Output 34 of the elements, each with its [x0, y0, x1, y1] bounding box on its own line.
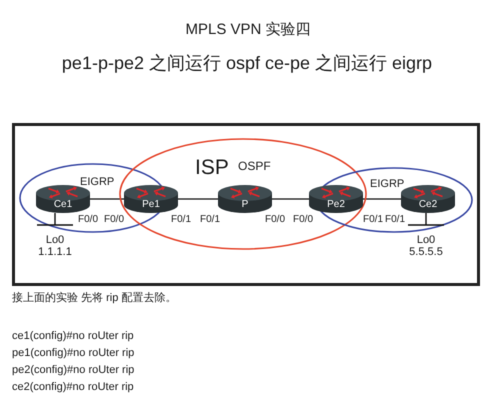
- router: [309, 185, 363, 213]
- router: [124, 185, 178, 213]
- link-line: [90, 198, 124, 200]
- router: [218, 185, 272, 213]
- interface-label: F0/0: [104, 214, 124, 225]
- link-line: [178, 198, 218, 200]
- command-line: pe2(config)#no roUter rip: [12, 363, 134, 378]
- link-line: [272, 198, 309, 200]
- router-name: Pe1: [142, 199, 160, 210]
- title: MPLS VPN 实验四: [185, 21, 311, 39]
- router-name: Ce1: [54, 199, 72, 210]
- domain-label: EIGRP: [80, 176, 114, 188]
- interface-label: F0/1: [363, 214, 384, 225]
- interface-label: F0/1: [200, 214, 220, 225]
- command-line: pe1(config)#no roUter rip: [12, 346, 134, 361]
- domain-label: EIGRP: [370, 178, 404, 190]
- interface-label: F0/0: [78, 214, 98, 225]
- interface-label: F0/1: [171, 214, 192, 225]
- note-text: 接上面的实验 先将 rip 配置去除。: [12, 291, 176, 305]
- interface-label: F0/0: [293, 214, 314, 225]
- router-name: P: [242, 199, 248, 210]
- interface-label: F0/1: [385, 214, 406, 225]
- domain-label: OSPF: [238, 160, 271, 173]
- domain-label: ISP: [195, 157, 229, 179]
- loopback-label: Lo0 5.5.5.5: [409, 234, 443, 258]
- subtitle: pe1-p-pe2 之间运行 ospf ce-pe 之间运行 eigrp: [62, 52, 432, 74]
- link-line: [363, 198, 401, 200]
- router-name: Pe2: [327, 199, 345, 210]
- router-name: Ce2: [418, 199, 438, 210]
- command-line: ce1(config)#no roUter rip: [12, 329, 134, 344]
- command-line: ce2(config)#no roUter rip: [12, 380, 134, 395]
- loopback-label: Lo0 1.1.1.1: [38, 234, 72, 258]
- interface-label: F0/0: [265, 214, 286, 225]
- router: [36, 185, 90, 213]
